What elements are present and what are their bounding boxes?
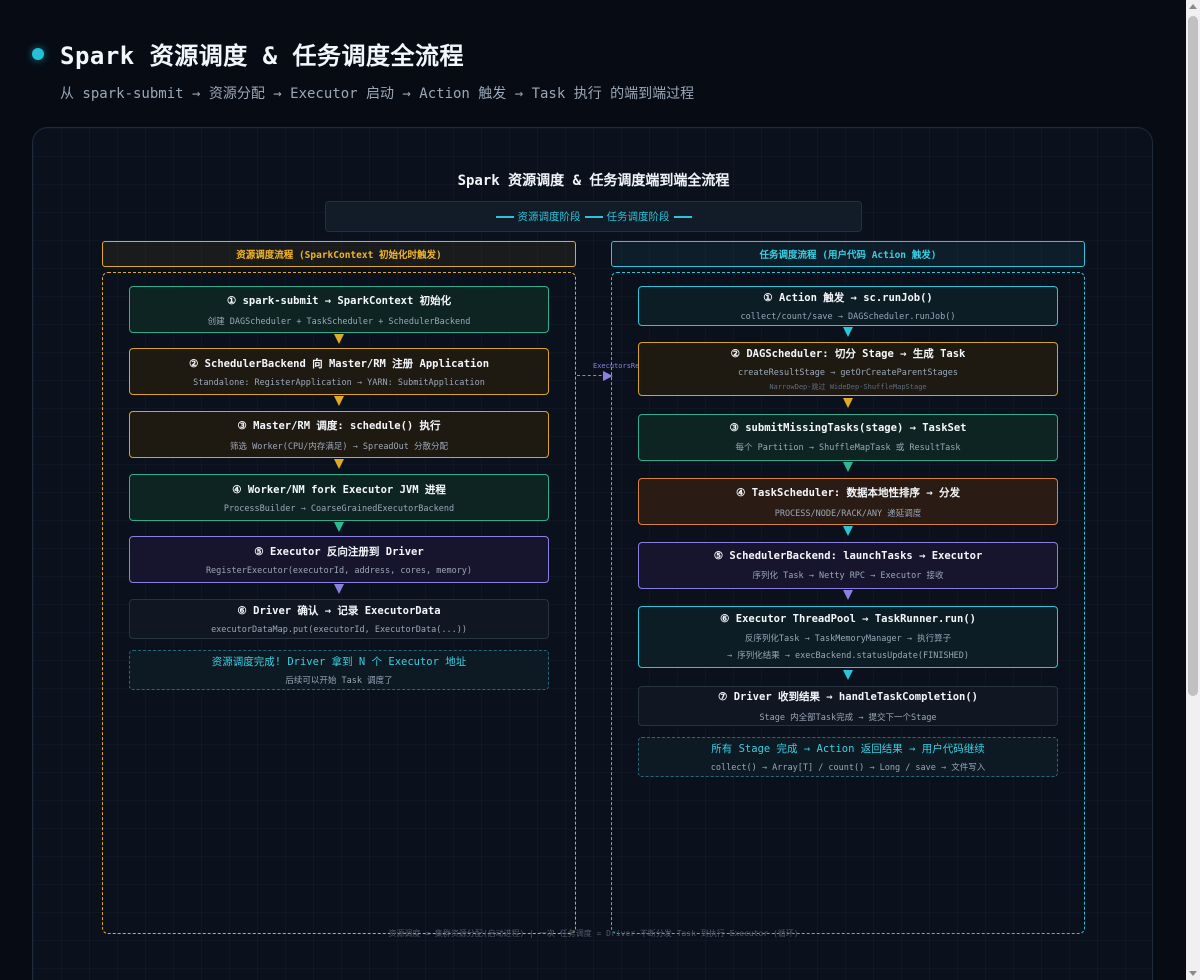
resource-step-1: ① spark-submit → SparkContext 初始化 创建 DAG… bbox=[129, 286, 549, 333]
step-sub: RegisterExecutor(executorId, address, co… bbox=[205, 565, 473, 576]
step-title: ③ submitMissingTasks(stage) → TaskSet bbox=[729, 422, 967, 434]
executors-ready-label: ExecutorsReady bbox=[593, 362, 653, 370]
result-title: 资源调度完成! Driver 拿到 N 个 Executor 地址 bbox=[211, 656, 467, 668]
result-title: 所有 Stage 完成 → Action 返回结果 → 用户代码继续 bbox=[711, 743, 985, 755]
task-step-6: ⑥ Executor ThreadPool → TaskRunner.run()… bbox=[638, 606, 1058, 668]
diagram-title: Spark 资源调度 & 任务调度端到端全流程 bbox=[457, 173, 730, 189]
legend-line-icon bbox=[673, 215, 692, 218]
step-sub: 筛选 Worker(CPU/内存满足) → SpreadOut 分散分配 bbox=[229, 441, 449, 452]
step-sub: 序列化 Task → Netty RPC → Executor 接收 bbox=[752, 571, 944, 581]
task-result: 所有 Stage 完成 → Action 返回结果 → 用户代码继续 colle… bbox=[638, 737, 1058, 777]
step-sub: 反序列化Task → TaskMemoryManager → 执行算子 bbox=[744, 634, 952, 644]
step-title: ② SchedulerBackend 向 Master/RM 注册 Applic… bbox=[188, 357, 490, 370]
scroll-down-icon[interactable] bbox=[1189, 971, 1197, 976]
resource-step-5: ⑤ Executor 反向注册到 Driver RegisterExecutor… bbox=[129, 536, 549, 583]
step-title: ⑦ Driver 收到结果 → handleTaskCompletion() bbox=[717, 691, 979, 703]
step-title: ④ TaskScheduler: 数据本地性排序 → 分发 bbox=[735, 486, 961, 499]
step-sub: 每个 Partition → ShuffleMapTask 或 ResultTa… bbox=[735, 443, 961, 453]
resource-lane-header: 资源调度流程 (SparkContext 初始化时触发) bbox=[102, 241, 576, 267]
task-step-5: ⑤ SchedulerBackend: launchTasks → Execut… bbox=[638, 542, 1058, 589]
arrow-down-icon bbox=[334, 522, 344, 532]
legend-line-icon bbox=[495, 215, 514, 218]
page-title: Spark 资源调度 & 任务调度全流程 bbox=[60, 42, 465, 70]
resource-lane-frame bbox=[102, 272, 576, 934]
arrow-down-icon bbox=[843, 670, 853, 680]
legend-resource: 资源调度阶段 bbox=[517, 211, 581, 223]
step-sub: collect/count/save → DAGScheduler.runJob… bbox=[740, 312, 956, 322]
arrow-down-icon bbox=[843, 462, 853, 472]
phase-legend: 资源调度阶段 任务调度阶段 bbox=[325, 201, 862, 232]
step-note: NarrowDep-跳过 WideDep-ShuffleMapStage bbox=[769, 383, 927, 391]
arrow-down-icon bbox=[843, 526, 853, 536]
task-step-3: ③ submitMissingTasks(stage) → TaskSet 每个… bbox=[638, 414, 1058, 461]
arrow-down-icon bbox=[334, 584, 344, 594]
page-header: Spark 资源调度 & 任务调度全流程 从 spark-submit → 资源… bbox=[32, 36, 694, 103]
arrow-down-icon bbox=[843, 590, 853, 600]
step-title: ① spark-submit → SparkContext 初始化 bbox=[226, 294, 452, 307]
task-step-1: ① Action 触发 → sc.runJob() collect/count/… bbox=[638, 286, 1058, 326]
resource-step-6: ⑥ Driver 确认 → 记录 ExecutorData executorDa… bbox=[129, 599, 549, 639]
step-title: ⑤ Executor 反向注册到 Driver bbox=[254, 545, 424, 558]
resource-result: 资源调度完成! Driver 拿到 N 个 Executor 地址 后续可以开始… bbox=[129, 650, 549, 690]
step-sub: PROCESS/NODE/RACK/ANY 递延调度 bbox=[774, 508, 922, 519]
footer-note: 资源调度 = 集群资源分配(启动进程) | 一次 任务调度 = Driver 不… bbox=[388, 929, 799, 938]
step-title: ③ Master/RM 调度: schedule() 执行 bbox=[237, 419, 441, 432]
task-step-7: ⑦ Driver 收到结果 → handleTaskCompletion() S… bbox=[638, 686, 1058, 726]
step-sub: executorDataMap.put(executorId, Executor… bbox=[211, 625, 467, 635]
step-sub: Stage 内全部Task完成 → 提交下一个Stage bbox=[759, 713, 937, 723]
arrow-down-icon bbox=[843, 327, 853, 337]
task-step-2: ② DAGScheduler: 切分 Stage → 生成 Task creat… bbox=[638, 342, 1058, 396]
step-sub: createResultStage → getOrCreateParentSta… bbox=[737, 368, 959, 378]
step-sub: ProcessBuilder → CoarseGrainedExecutorBa… bbox=[223, 503, 455, 514]
scroll-thumb[interactable] bbox=[1188, 16, 1198, 696]
arrow-down-icon bbox=[334, 459, 344, 469]
arrow-down-icon bbox=[843, 398, 853, 408]
title-row: Spark 资源调度 & 任务调度全流程 bbox=[32, 36, 694, 71]
scroll-up-icon[interactable] bbox=[1189, 4, 1197, 9]
legend-task: 任务调度阶段 bbox=[606, 211, 670, 223]
arrow-down-icon bbox=[334, 396, 344, 406]
step-title: ④ Worker/NM fork Executor JVM 进程 bbox=[232, 483, 446, 496]
title-dot-icon bbox=[32, 47, 44, 60]
step-title: ② DAGScheduler: 切分 Stage → 生成 Task bbox=[730, 348, 966, 360]
task-lane-frame bbox=[611, 272, 1085, 934]
result-sub: 后续可以开始 Task 调度了 bbox=[285, 676, 393, 686]
step-title: ① Action 触发 → sc.runJob() bbox=[763, 292, 933, 304]
arrow-right-icon bbox=[603, 371, 613, 381]
step-sub: 创建 DAGScheduler + TaskScheduler + Schedu… bbox=[207, 316, 471, 327]
legend-line-icon bbox=[584, 215, 603, 218]
diagram-canvas: Spark 资源调度 & 任务调度端到端全流程 资源调度阶段 任务调度阶段 资源… bbox=[32, 127, 1153, 980]
task-lane-header: 任务调度流程 (用户代码 Action 触发) bbox=[611, 241, 1085, 267]
step-title: ⑥ Executor ThreadPool → TaskRunner.run() bbox=[720, 613, 976, 625]
vertical-scrollbar[interactable] bbox=[1186, 0, 1200, 980]
resource-step-3: ③ Master/RM 调度: schedule() 执行 筛选 Worker(… bbox=[129, 411, 549, 458]
resource-step-4: ④ Worker/NM fork Executor JVM 进程 Process… bbox=[129, 474, 549, 521]
arrow-down-icon bbox=[334, 334, 344, 344]
step-sub-2: → 序列化结果 → execBackend.statusUpdate(FINIS… bbox=[726, 651, 970, 661]
step-sub: Standalone: RegisterApplication → YARN: … bbox=[193, 377, 485, 388]
resource-step-2: ② SchedulerBackend 向 Master/RM 注册 Applic… bbox=[129, 348, 549, 395]
step-title: ⑤ SchedulerBackend: launchTasks → Execut… bbox=[713, 550, 983, 562]
executors-ready-connector bbox=[577, 375, 607, 376]
result-sub: collect() → Array[T] / count() → Long / … bbox=[710, 763, 986, 773]
task-step-4: ④ TaskScheduler: 数据本地性排序 → 分发 PROCESS/NO… bbox=[638, 478, 1058, 525]
page-subtitle: 从 spark-submit → 资源分配 → Executor 启动 → Ac… bbox=[60, 86, 695, 102]
step-title: ⑥ Driver 确认 → 记录 ExecutorData bbox=[237, 605, 441, 617]
